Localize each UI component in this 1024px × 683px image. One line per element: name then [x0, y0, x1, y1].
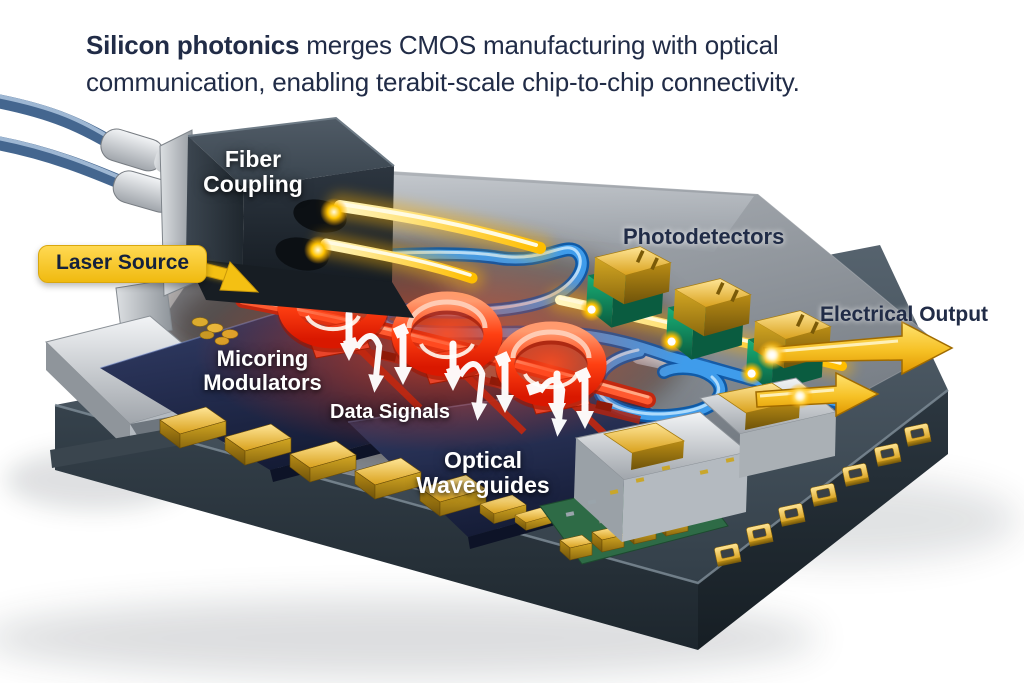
- laser-source-badge: Laser Source: [38, 245, 208, 283]
- board-edge-pads-front: [159, 406, 552, 531]
- fiber-coupling-label: Fiber Coupling: [203, 146, 303, 197]
- headline-rest: merges CMOS manufacturing with optical: [299, 30, 779, 60]
- headline-lead: Silicon photonics: [86, 30, 300, 60]
- headline: Silicon photonics merges CMOS manufactur…: [86, 27, 946, 101]
- photodetectors: [579, 246, 832, 392]
- electrical-output-arrows: [755, 320, 954, 418]
- data-signal-arrows: [340, 310, 594, 437]
- data-signals-label: Data Signals: [330, 401, 451, 423]
- headline-line1: Silicon photonics merges CMOS manufactur…: [86, 27, 946, 64]
- board-edge-pads-right: [714, 423, 932, 567]
- electrical-output-label: Electrical Output: [820, 303, 989, 326]
- microring-modulators-label: Micoring Modulators: [203, 346, 322, 395]
- optical-waveguides-label: Optical Waveguides: [416, 447, 550, 498]
- photodetectors-label: Photodetectors: [623, 224, 785, 249]
- headline-line2: communication, enabling terabit-scale ch…: [86, 67, 800, 97]
- laser-beams: [304, 193, 553, 290]
- photodetector-1: [579, 246, 672, 328]
- photodetector-2: [659, 278, 752, 360]
